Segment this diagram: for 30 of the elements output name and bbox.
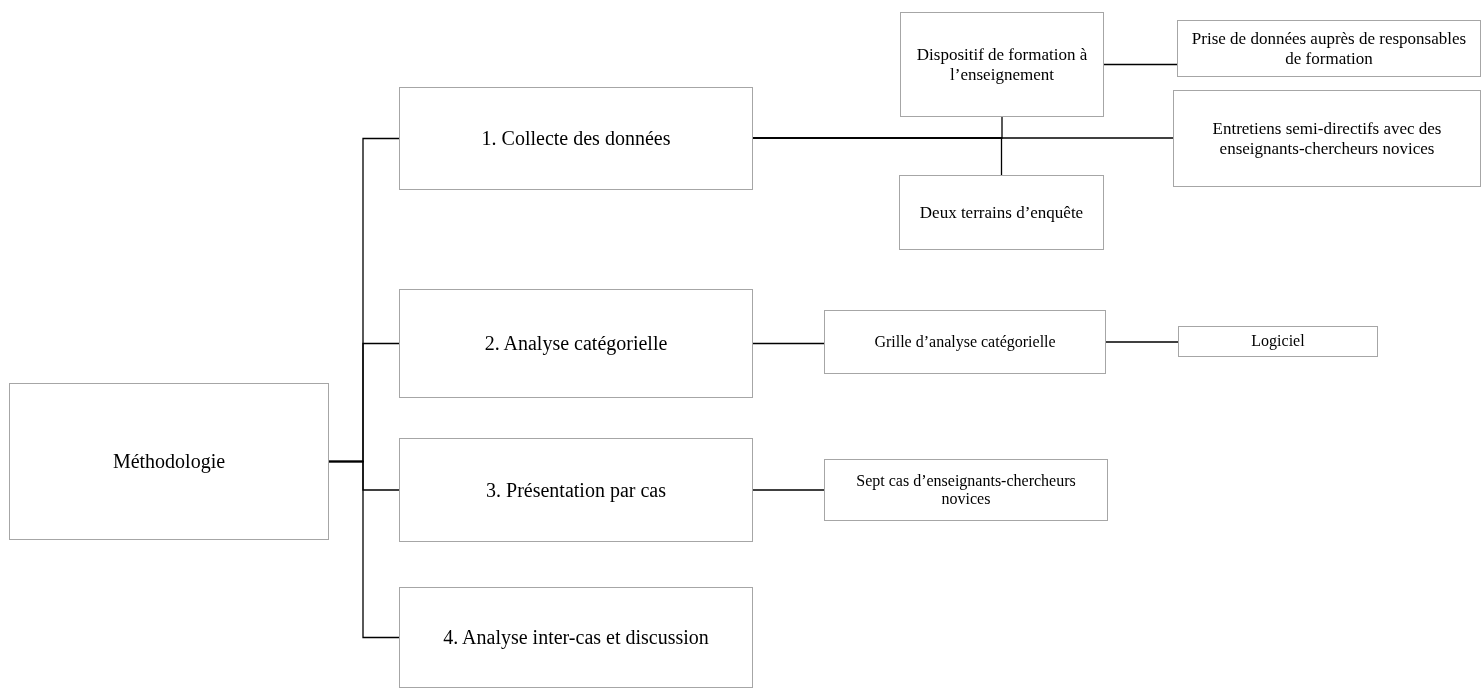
box-label: Méthodologie <box>112 450 226 473</box>
box-label: 4. Analyse inter-cas et discussion <box>443 626 709 649</box>
detail-box <box>900 12 1104 117</box>
step-box <box>399 438 753 542</box>
box-label: 1. Collecte des données <box>481 127 671 150</box>
box-label: 3. Présentation par cas <box>486 478 666 502</box>
detail-box <box>1177 20 1481 77</box>
box-label: 2. Analyse catégorielle <box>484 332 668 355</box>
connector-line <box>1105 341 1179 343</box>
detail-box <box>1173 90 1481 187</box>
connector-line <box>1103 63 1178 66</box>
step-box <box>399 87 753 190</box>
step-box <box>399 289 753 398</box>
box-label: Prise de données auprès de responsables de formation <box>1190 28 1468 69</box>
box-label: Grille d’analyse catégorielle <box>874 332 1056 352</box>
detail-box <box>824 459 1108 521</box>
detail-box <box>824 310 1106 374</box>
connector-line <box>752 137 1003 176</box>
box-label: Dispositif de formation à l’enseignement <box>915 44 1089 85</box>
box-label: Entretiens semi-directifs avec des enseignants-chercheurs novices <box>1211 118 1443 159</box>
box-label: Sept cas d’enseignants-chercheurs novices <box>855 471 1077 509</box>
connector-line <box>752 342 825 345</box>
box-label: Logiciel <box>1251 332 1305 351</box>
detail-box <box>1178 326 1378 357</box>
step-box <box>399 587 753 688</box>
box-label: Deux terrains d’enquête <box>919 202 1084 223</box>
root-box <box>9 383 329 540</box>
connector-line <box>752 489 825 491</box>
connector-line <box>328 460 400 639</box>
detail-box <box>899 175 1104 250</box>
